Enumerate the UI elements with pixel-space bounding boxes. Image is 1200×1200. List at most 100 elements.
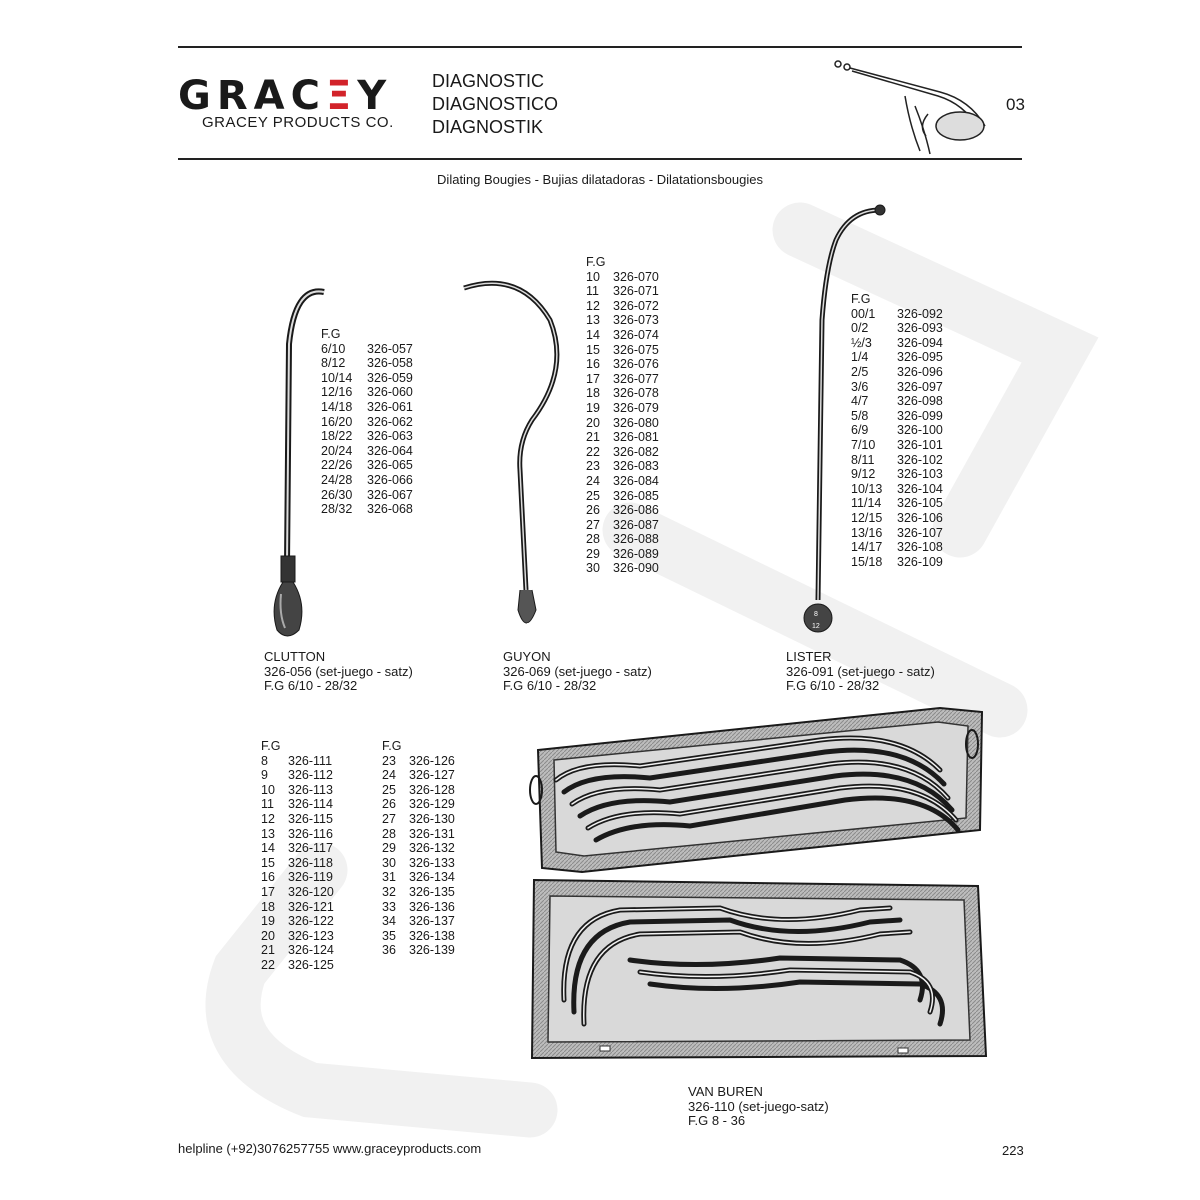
vanburen-set-code: 326-110 (set-juego-satz)	[688, 1098, 829, 1114]
size-value: 19	[586, 400, 600, 415]
product-code: 326-121	[288, 899, 334, 914]
size-value: 15	[586, 342, 600, 357]
guyon-handle-mark: 36	[522, 623, 530, 630]
top-rule	[178, 46, 1022, 48]
size-value: 34	[382, 914, 396, 929]
product-code: 326-133	[409, 855, 455, 870]
size-value: 6/10	[321, 341, 346, 356]
fg-label: F.G	[586, 255, 606, 269]
size-value: 24	[586, 473, 600, 488]
lister-name: LISTER	[786, 649, 832, 664]
product-code: 326-138	[409, 928, 455, 943]
size-value: 28/32	[321, 502, 353, 517]
size-value: 20/24	[321, 443, 353, 458]
product-code: 326-099	[897, 408, 943, 423]
size-value: 22/26	[321, 458, 353, 473]
footer-helpline: helpline (+92)3076257755 www.graceyprodu…	[178, 1141, 482, 1156]
size-value: 26/30	[321, 487, 353, 502]
size-value: 12/15	[851, 510, 883, 525]
product-code: 326-125	[288, 957, 334, 972]
page-subtitle: Dilating Bougies - Bujias dilatadoras - …	[437, 172, 763, 187]
bougie-insertion-illustration	[834, 60, 986, 155]
product-code: 326-078	[613, 386, 659, 401]
guyon-name: GUYON	[503, 649, 551, 664]
product-code: 326-087	[613, 517, 659, 532]
size-value: 26	[382, 797, 396, 812]
size-value: 12/16	[321, 385, 353, 400]
product-code: 326-128	[409, 782, 455, 797]
guyon-fg-range: F.G 6/10 - 28/32	[503, 678, 597, 694]
size-value: 20	[586, 415, 600, 430]
size-value: 15	[261, 855, 275, 870]
size-value: 29	[382, 841, 396, 856]
product-code: 326-062	[367, 414, 413, 429]
product-code: 326-084	[613, 473, 659, 488]
size-value: 13	[586, 313, 600, 328]
product-code: 326-105	[897, 496, 943, 511]
product-code: 326-063	[367, 429, 413, 444]
size-value: 28	[586, 532, 600, 547]
vanburen-caption: VAN BUREN 326-110 (set-juego-satz) F.G 8…	[688, 1084, 829, 1129]
product-code: 326-067	[367, 487, 413, 502]
fg-label: F.G	[851, 292, 871, 306]
product-code: 326-114	[288, 797, 333, 812]
product-code: 326-086	[613, 503, 659, 518]
product-code: 326-104	[897, 481, 943, 496]
fg-label: F.G	[261, 739, 281, 753]
size-value: 27	[586, 517, 600, 532]
lister-caption: LISTER 326-091 (set-juego - satz) F.G 6/…	[786, 649, 935, 694]
size-value: 16	[261, 870, 275, 885]
product-code: 326-126	[409, 753, 455, 768]
product-code: 326-100	[897, 423, 943, 438]
product-code: 326-066	[367, 472, 413, 487]
gracey-logo: GRACΞY	[178, 73, 393, 119]
section-number: 03	[1006, 95, 1025, 114]
size-value: 26	[586, 503, 600, 518]
product-code: 326-113	[288, 782, 333, 797]
size-value: 11/14	[851, 496, 882, 511]
size-value: 8/11	[851, 452, 875, 467]
size-value: 00/1	[851, 306, 876, 321]
size-value: 30	[382, 855, 396, 870]
size-value: 23	[586, 459, 600, 474]
company-name: GRACEY PRODUCTS CO.	[202, 114, 394, 131]
lister-handle-mark-top: 8	[814, 611, 818, 618]
product-code: 326-130	[409, 811, 455, 826]
size-value: 8/12	[321, 356, 346, 371]
size-value: 22	[586, 444, 600, 459]
product-code: 326-074	[613, 327, 659, 342]
case-lid	[529, 706, 984, 874]
product-code: 326-076	[613, 357, 659, 372]
case-base	[530, 878, 988, 1060]
